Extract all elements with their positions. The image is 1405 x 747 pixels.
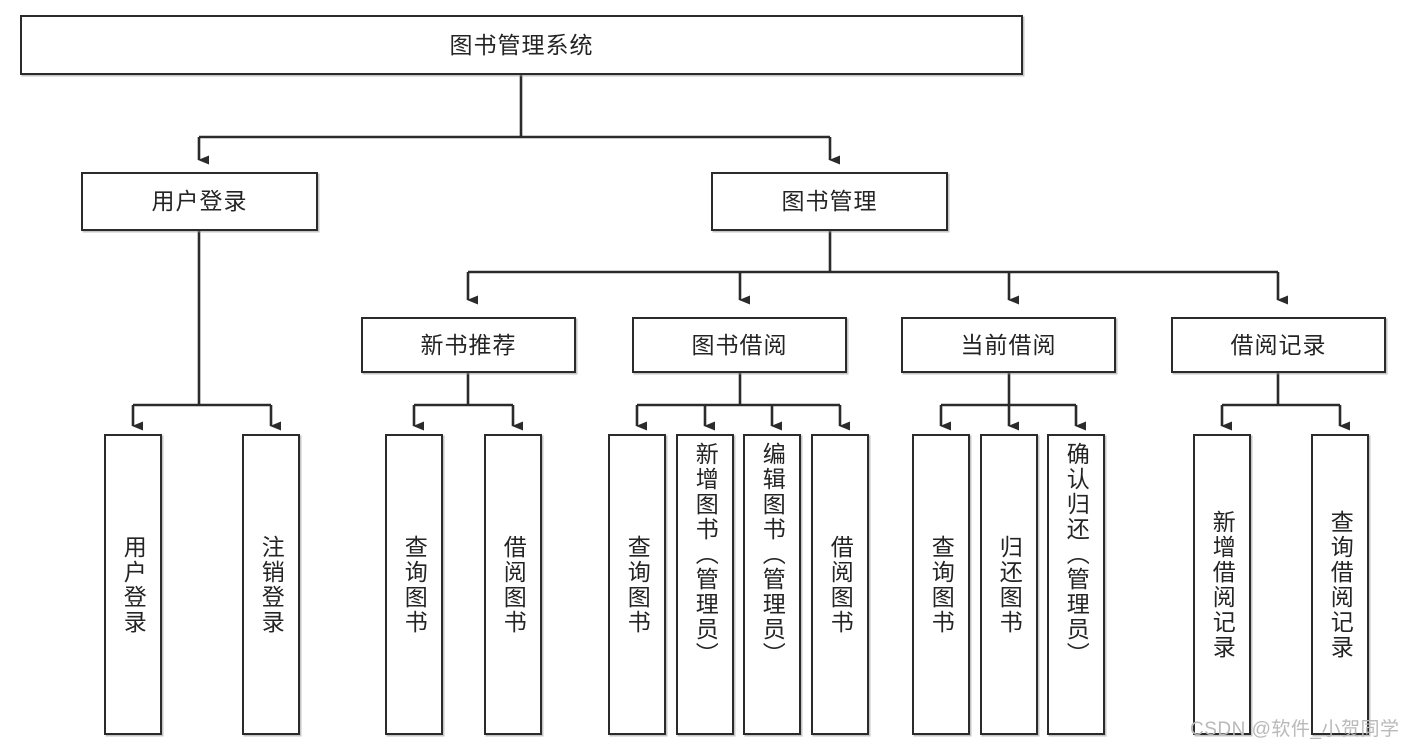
leaf-book-borrow-borrow[interactable]: 借阅图书 (811, 434, 869, 735)
node-book-management-label: 图书管理 (781, 188, 878, 215)
node-user-login[interactable]: 用户登录 (81, 172, 318, 231)
leaf-user-login-logout-label: 注销登录 (258, 534, 285, 635)
node-new-book-recommend-label: 新书推荐 (420, 331, 517, 358)
leaf-book-borrow-query[interactable]: 查询图书 (608, 434, 666, 735)
node-book-borrow-label: 图书借阅 (691, 331, 788, 358)
leaf-new-book-borrow[interactable]: 借阅图书 (484, 434, 542, 735)
leaf-book-borrow-edit[interactable]: 编辑图书（管理员） (743, 434, 801, 735)
node-new-book-recommend[interactable]: 新书推荐 (361, 317, 576, 373)
node-book-borrow[interactable]: 图书借阅 (632, 317, 847, 373)
leaf-user-login-login-label: 用户登录 (120, 534, 147, 635)
node-user-login-label: 用户登录 (151, 188, 248, 215)
leaf-borrow-record-add-label: 新增借阅记录 (1209, 509, 1236, 660)
leaf-new-book-query[interactable]: 查询图书 (385, 434, 443, 735)
node-borrow-record-label: 借阅记录 (1230, 331, 1327, 358)
leaf-new-book-query-label: 查询图书 (401, 534, 428, 635)
node-root[interactable]: 图书管理系统 (20, 15, 1023, 75)
leaf-borrow-record-add[interactable]: 新增借阅记录 (1193, 434, 1251, 735)
leaf-current-borrow-confirm-label: 确认归还（管理员） (1063, 442, 1090, 667)
leaf-current-borrow-query[interactable]: 查询图书 (912, 434, 970, 735)
leaf-current-borrow-confirm[interactable]: 确认归还（管理员） (1047, 434, 1105, 735)
leaf-current-borrow-query-label: 查询图书 (928, 534, 955, 635)
leaf-book-borrow-add[interactable]: 新增图书（管理员） (676, 434, 734, 735)
leaf-user-login-logout[interactable]: 注销登录 (242, 434, 300, 735)
leaf-book-borrow-borrow-label: 借阅图书 (827, 534, 854, 635)
leaf-book-borrow-add-label: 新增图书（管理员） (692, 442, 719, 667)
leaf-book-borrow-query-label: 查询图书 (624, 534, 651, 635)
leaf-current-borrow-return[interactable]: 归还图书 (980, 434, 1038, 735)
leaf-user-login-login[interactable]: 用户登录 (104, 434, 162, 735)
node-root-label: 图书管理系统 (449, 31, 594, 58)
leaf-book-borrow-edit-label: 编辑图书（管理员） (759, 442, 786, 667)
watermark-text: CSDN @软件_小贺同学 (1190, 719, 1400, 740)
leaf-new-book-borrow-label: 借阅图书 (500, 534, 527, 635)
leaf-borrow-record-query-label: 查询借阅记录 (1327, 509, 1354, 660)
leaf-current-borrow-return-label: 归还图书 (996, 534, 1023, 635)
node-borrow-record[interactable]: 借阅记录 (1171, 317, 1386, 373)
leaf-borrow-record-query[interactable]: 查询借阅记录 (1311, 434, 1369, 735)
node-current-borrow[interactable]: 当前借阅 (901, 317, 1116, 373)
node-book-management[interactable]: 图书管理 (711, 172, 948, 231)
node-current-borrow-label: 当前借阅 (960, 331, 1057, 358)
